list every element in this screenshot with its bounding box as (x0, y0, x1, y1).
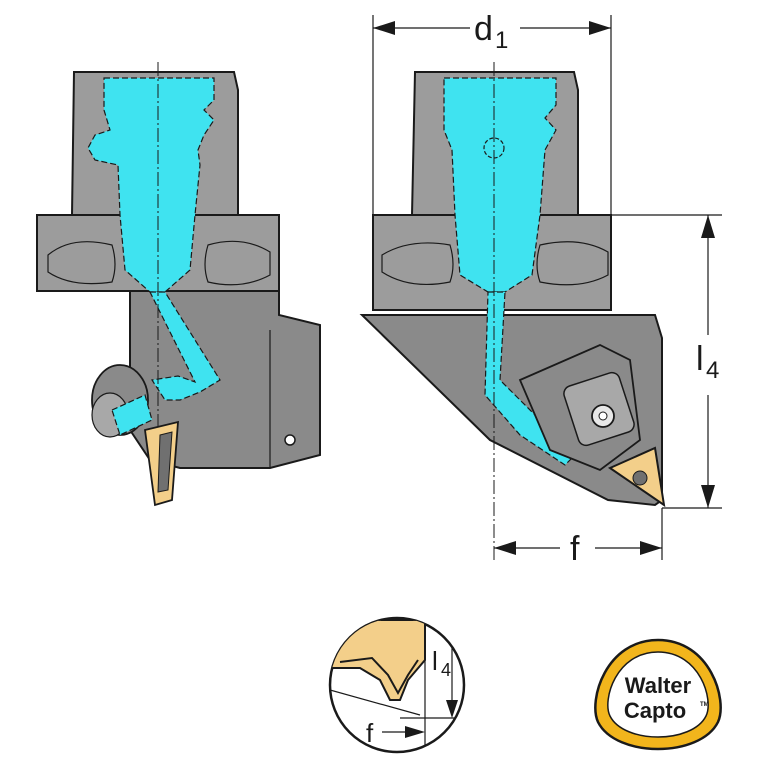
logo-trademark: TM (700, 702, 709, 708)
left-view (36, 62, 321, 507)
left-flange-slot-left (47, 241, 116, 285)
left-coolant-upper (87, 77, 215, 293)
detail-f-label: f (366, 718, 374, 748)
dimension-d1: d 1 (372, 10, 612, 215)
detail-view: l 4 f (328, 616, 466, 754)
logo-line1: Walter (625, 673, 692, 698)
right-flange-slot-right (536, 241, 609, 286)
dimension-f: f (494, 508, 663, 568)
l4-subscript: 4 (706, 357, 719, 384)
right-clamp-assembly (518, 344, 666, 508)
walter-capto-logo: Walter Capto TM (594, 638, 722, 751)
left-coolant-angled (149, 291, 221, 401)
dimension-l4: l 4 (611, 214, 722, 509)
d1-label: d (474, 10, 493, 48)
right-coolant-upper (443, 77, 557, 293)
right-flange-slot-left (381, 242, 454, 286)
left-body-hole (284, 434, 296, 446)
left-clamp-assembly (91, 364, 179, 507)
l4-label: l (696, 340, 704, 378)
f-label: f (570, 530, 580, 568)
right-view (359, 62, 666, 560)
detail-l4-subscript: 4 (441, 660, 451, 680)
left-flange-slot-right (204, 240, 271, 286)
detail-l4-label: l (432, 646, 438, 676)
d1-subscript: 1 (495, 27, 508, 54)
logo-line2: Capto (624, 698, 686, 723)
